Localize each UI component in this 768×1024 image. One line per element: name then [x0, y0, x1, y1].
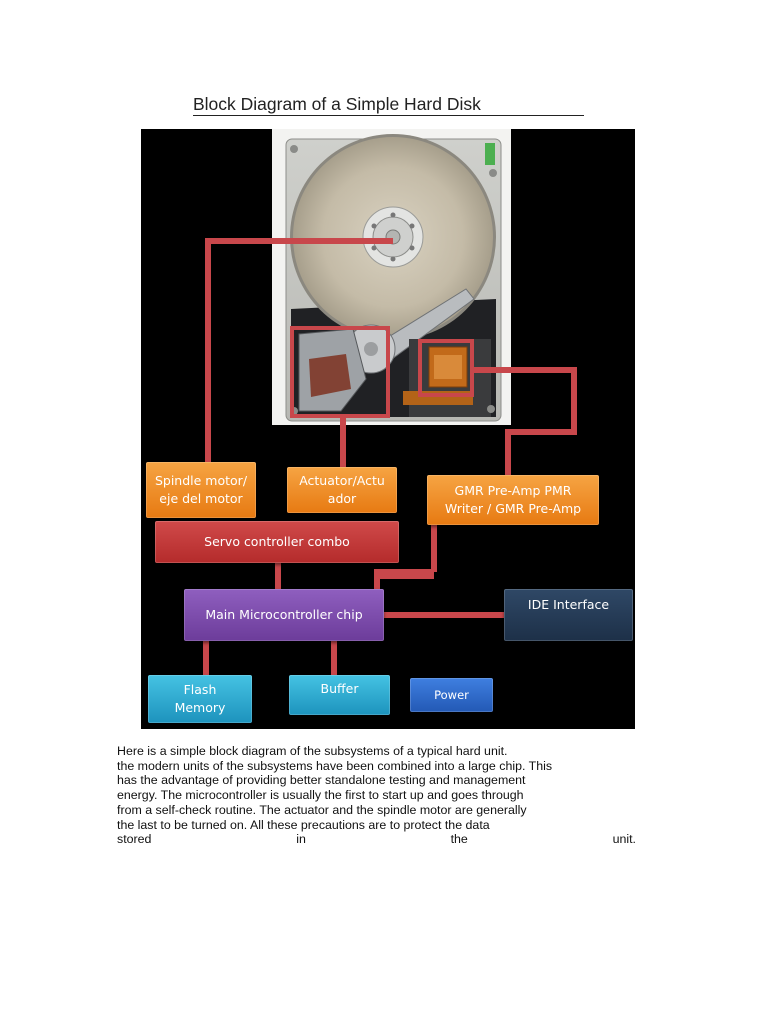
servo-controller-box: Servo controller combo [155, 521, 399, 563]
gmr-label-line2: Writer / GMR Pre-Amp [444, 501, 582, 516]
spindle-motor-label-line2: eje del motor [159, 491, 243, 506]
paragraph-line: Here is a simple block diagram of the su… [117, 744, 508, 758]
flash-label-line1: Flash [183, 682, 217, 697]
paragraph-last-line: stored in the unit. [117, 832, 636, 847]
buffer-box: Buffer [289, 675, 390, 715]
paragraph-word: the [450, 832, 468, 847]
gmr-preamp-box: GMR Pre-Amp PMR Writer / GMR Pre-Amp [427, 475, 599, 525]
paragraph-word: unit. [612, 832, 636, 847]
ide-interface-box: IDE Interface [504, 589, 633, 641]
actuator-label-line2: ador [327, 491, 357, 506]
paragraph-word: in [296, 832, 306, 847]
actuator-label-line1: Actuator/Actu [299, 473, 385, 488]
page-title: Block Diagram of a Simple Hard Disk [193, 93, 584, 116]
paragraph-line: from a self-check routine. The actuator … [117, 802, 527, 817]
power-label: Power [434, 688, 469, 702]
body-paragraph: Here is a simple block diagram of the su… [117, 744, 636, 847]
ide-interface-label: IDE Interface [527, 597, 610, 612]
paragraph-line: energy. The microcontroller is usually t… [117, 788, 524, 803]
paragraph-line: the modern units of the subsystems have … [117, 758, 553, 773]
block-diagram: Spindle motor/eje del motor Actuator/Act… [141, 129, 635, 729]
actuator-box: Actuator/Actu ador [287, 467, 397, 513]
spindle-motor-box: Spindle motor/eje del motor [146, 462, 256, 518]
servo-controller-label: Servo controller combo [204, 534, 350, 549]
paragraph-word: stored [117, 832, 152, 847]
hard-disk-photo [203, 129, 577, 677]
gmr-label-line1: GMR Pre-Amp PMR [454, 483, 572, 498]
flash-label-line2: Memory [174, 700, 226, 715]
paragraph-line: the last to be turned on. All these prec… [117, 817, 490, 832]
main-microcontroller-label: Main Microcontroller chip [205, 607, 363, 622]
main-microcontroller-box: Main Microcontroller chip [184, 589, 384, 641]
buffer-label: Buffer [320, 681, 359, 696]
spindle-motor-label-line1: Spindle motor/ [154, 473, 248, 488]
paragraph-line: has the advantage of providing better st… [117, 773, 526, 788]
power-box: Power [410, 678, 493, 712]
